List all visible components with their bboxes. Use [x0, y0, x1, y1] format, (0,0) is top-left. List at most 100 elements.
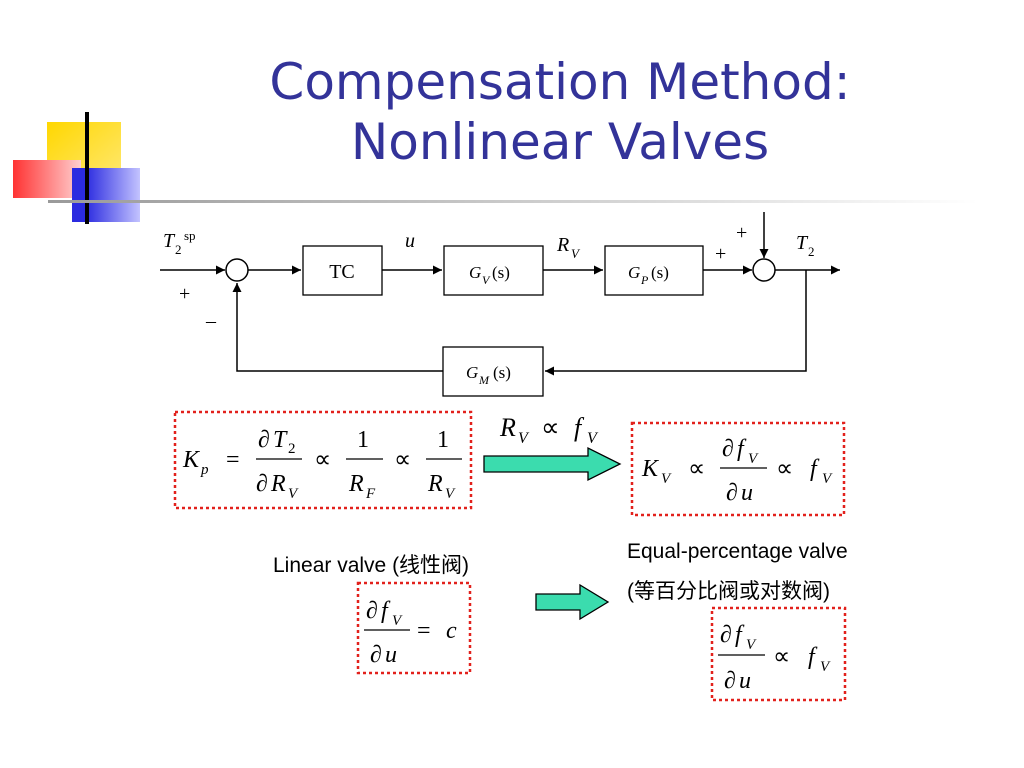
- valve-block: [443, 245, 544, 296]
- eq3-den-partial: ∂: [370, 642, 382, 668]
- decor-red-bar: [13, 160, 81, 198]
- signal-u-label: u: [405, 230, 415, 252]
- decor-blue-square: [72, 168, 140, 222]
- eq2-prop-2: ∝: [776, 456, 793, 482]
- eq1-num-t: T: [273, 427, 288, 453]
- eq3-c: c: [446, 618, 457, 644]
- title-divider: [48, 200, 978, 203]
- eq2-k-sub: V: [661, 471, 672, 487]
- plus-sign-setpoint: +: [179, 283, 190, 305]
- eq1-p-sub: p: [200, 462, 209, 478]
- eq4-num-sub: V: [746, 637, 757, 653]
- eq1-rf-sub: F: [365, 486, 376, 502]
- signal-rv-symbol: R: [556, 234, 569, 256]
- eq2-num-sub: V: [748, 451, 759, 467]
- output-subscript: 2: [808, 244, 815, 259]
- slide-title: Compensation Method: Nonlinear Valves: [250, 52, 870, 172]
- eq2-prop-1: ∝: [688, 456, 705, 482]
- setpoint-superscript: sp: [184, 228, 196, 243]
- signal-rv-subscript: V: [571, 246, 581, 261]
- linear-valve-equation-box: [356, 581, 472, 675]
- setpoint-subscript: 2: [175, 242, 182, 257]
- slide-title-line1: Compensation Method:: [269, 53, 851, 111]
- transition-arrow-1: [483, 446, 622, 482]
- valve-tf-arg: (s): [492, 263, 510, 282]
- eq1-den-sub: V: [288, 486, 299, 502]
- slide-title-line2: Nonlinear Valves: [350, 113, 770, 171]
- equal-percentage-caption-line1: Equal-percentage valve: [627, 540, 848, 563]
- setpoint-summing-junction: [225, 258, 249, 282]
- plus-sign-process: +: [715, 243, 726, 265]
- equal-percentage-caption-line2: (等百分比阀或对数阀): [627, 580, 830, 603]
- linear-valve-equation: ∂ f V ∂ u = c: [364, 598, 457, 668]
- eq4-f-sub: V: [820, 659, 831, 675]
- measurement-block: [442, 346, 544, 397]
- eq1-den-r: R: [270, 471, 286, 497]
- rvfv-r-sub: V: [518, 430, 530, 447]
- eq2-num-partial: ∂: [722, 436, 734, 462]
- minus-sign-feedback: –: [205, 310, 217, 332]
- decor-vertical-line: [85, 112, 89, 224]
- process-tf-sub: P: [640, 273, 649, 287]
- eq2-den-u: u: [741, 480, 753, 506]
- eq3-num-f: f: [381, 598, 391, 624]
- equal-percentage-equation: ∂ f V ∂ u ∝ f V: [718, 622, 831, 694]
- eq1-num-sub: 2: [288, 441, 296, 457]
- controller-label: TC: [329, 261, 355, 283]
- eq1-equals: =: [226, 447, 240, 473]
- eq2-f: f: [810, 456, 820, 482]
- setpoint-symbol: T: [163, 230, 176, 252]
- eq1-one-1: 1: [357, 427, 369, 453]
- process-block: [604, 245, 704, 296]
- rvfv-r: R: [499, 413, 516, 442]
- process-gain-equation-box: [173, 410, 473, 510]
- eq4-den-u: u: [739, 668, 751, 694]
- disturbance-summing-junction: [752, 258, 776, 282]
- valve-tf-sub: V: [482, 273, 491, 287]
- eq1-one-2: 1: [437, 427, 449, 453]
- valve-tf-label: G V (s): [469, 263, 510, 287]
- eq1-rv-sub: V: [445, 486, 456, 502]
- eq1-rv-r: R: [427, 471, 443, 497]
- rv-prop-fv-label: R V ∝ f V: [499, 413, 599, 447]
- valve-gain-equation: K V ∝ ∂ f V ∂ u ∝ f V: [641, 436, 833, 506]
- measurement-tf-arg: (s): [493, 363, 511, 382]
- plus-sign-disturbance: +: [736, 222, 747, 244]
- measurement-tf-sub: M: [478, 373, 490, 387]
- process-gain-equation: K p = ∂ T 2 ∂ R V ∝ 1 R F ∝ 1 R V: [182, 427, 462, 502]
- output-label: T 2: [796, 232, 815, 259]
- equal-percentage-equation-box: [710, 606, 847, 702]
- eq1-rf-r: R: [348, 471, 364, 497]
- eq1-num-partial: ∂: [258, 427, 270, 453]
- eq4-f: f: [808, 644, 818, 670]
- eq4-num-partial: ∂: [720, 622, 732, 648]
- output-symbol: T: [796, 232, 809, 254]
- setpoint-label: T 2 sp: [163, 228, 196, 257]
- feedback-line-right: [545, 270, 807, 376]
- eq1-prop-1: ∝: [314, 447, 331, 473]
- rvfv-prop: ∝: [541, 413, 560, 442]
- measurement-tf-g: G: [466, 363, 478, 382]
- rvfv-f-sub: V: [587, 430, 599, 447]
- process-tf-g: G: [628, 263, 640, 282]
- eq3-equals: =: [417, 618, 431, 644]
- eq4-prop: ∝: [773, 644, 790, 670]
- valve-gain-equation-box: [630, 421, 846, 517]
- measurement-tf-label: G M (s): [466, 363, 511, 387]
- transition-arrow-2: [535, 583, 610, 621]
- eq4-den-partial: ∂: [724, 668, 736, 694]
- feedback-line-left: [232, 283, 443, 372]
- rvfv-f: f: [574, 413, 585, 442]
- eq2-den-partial: ∂: [726, 480, 738, 506]
- process-tf-label: G P (s): [628, 263, 669, 287]
- linear-valve-caption: Linear valve (线性阀): [273, 554, 470, 577]
- process-tf-arg: (s): [651, 263, 669, 282]
- eq3-num-partial: ∂: [366, 598, 378, 624]
- eq2-f-sub: V: [822, 471, 833, 487]
- eq2-k: K: [641, 456, 660, 482]
- eq1-prop-2: ∝: [394, 447, 411, 473]
- eq1-den-partial: ∂: [256, 471, 268, 497]
- valve-tf-g: G: [469, 263, 481, 282]
- eq3-den-u: u: [385, 642, 397, 668]
